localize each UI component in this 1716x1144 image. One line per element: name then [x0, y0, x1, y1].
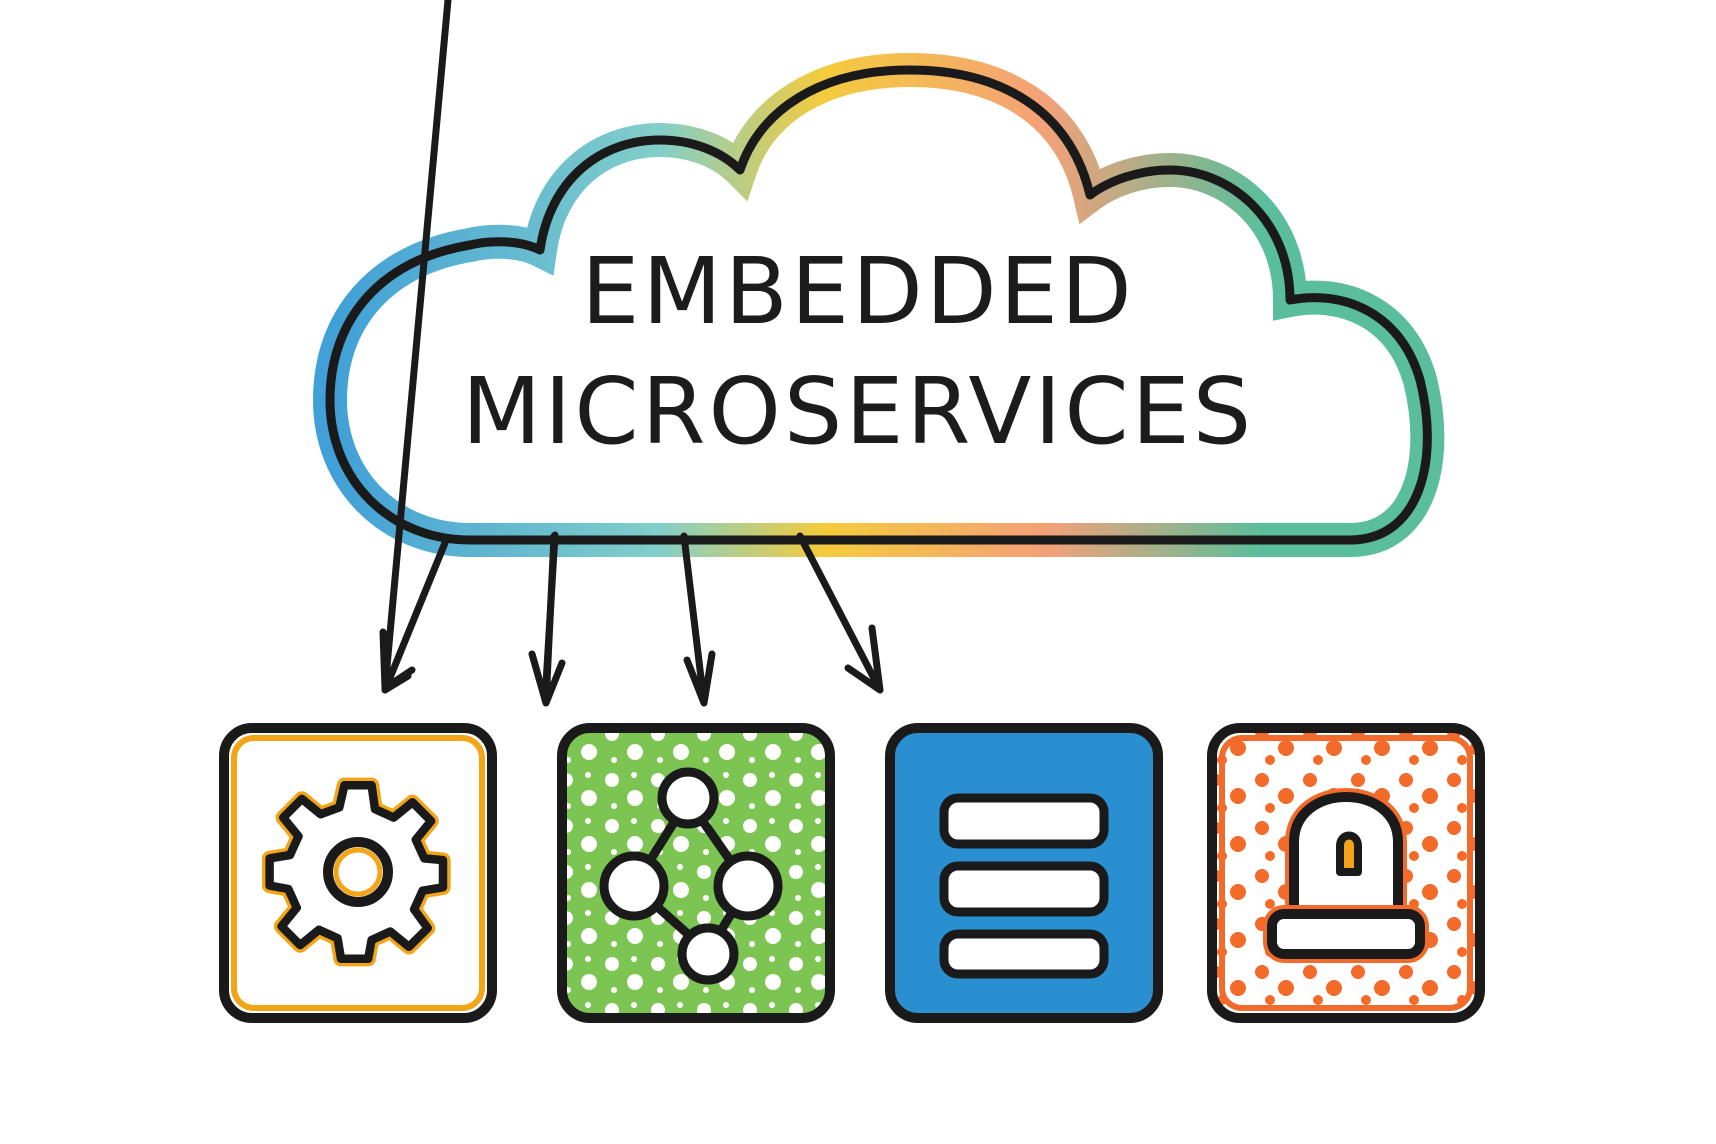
title-line-1: EMBEDDED [581, 238, 1135, 345]
arrow-group [381, 532, 884, 707]
arrow-to-config [381, 534, 451, 694]
arrow-to-data [680, 532, 716, 707]
title-line-2: MICROSERVICES [461, 358, 1255, 465]
tile-alert[interactable] [1206, 722, 1486, 1024]
gear-icon [261, 777, 451, 967]
cloud-shape [312, 52, 1445, 557]
tile-data-list[interactable] [884, 722, 1164, 1024]
arrow-to-network [528, 532, 566, 707]
alarm-beacon-icon [1263, 788, 1429, 963]
list-bars-icon [939, 793, 1109, 979]
arrow-to-alert [796, 532, 884, 694]
tile-network[interactable] [556, 722, 836, 1024]
network-nodes-icon [599, 767, 783, 985]
tile-configuration[interactable] [218, 722, 498, 1024]
